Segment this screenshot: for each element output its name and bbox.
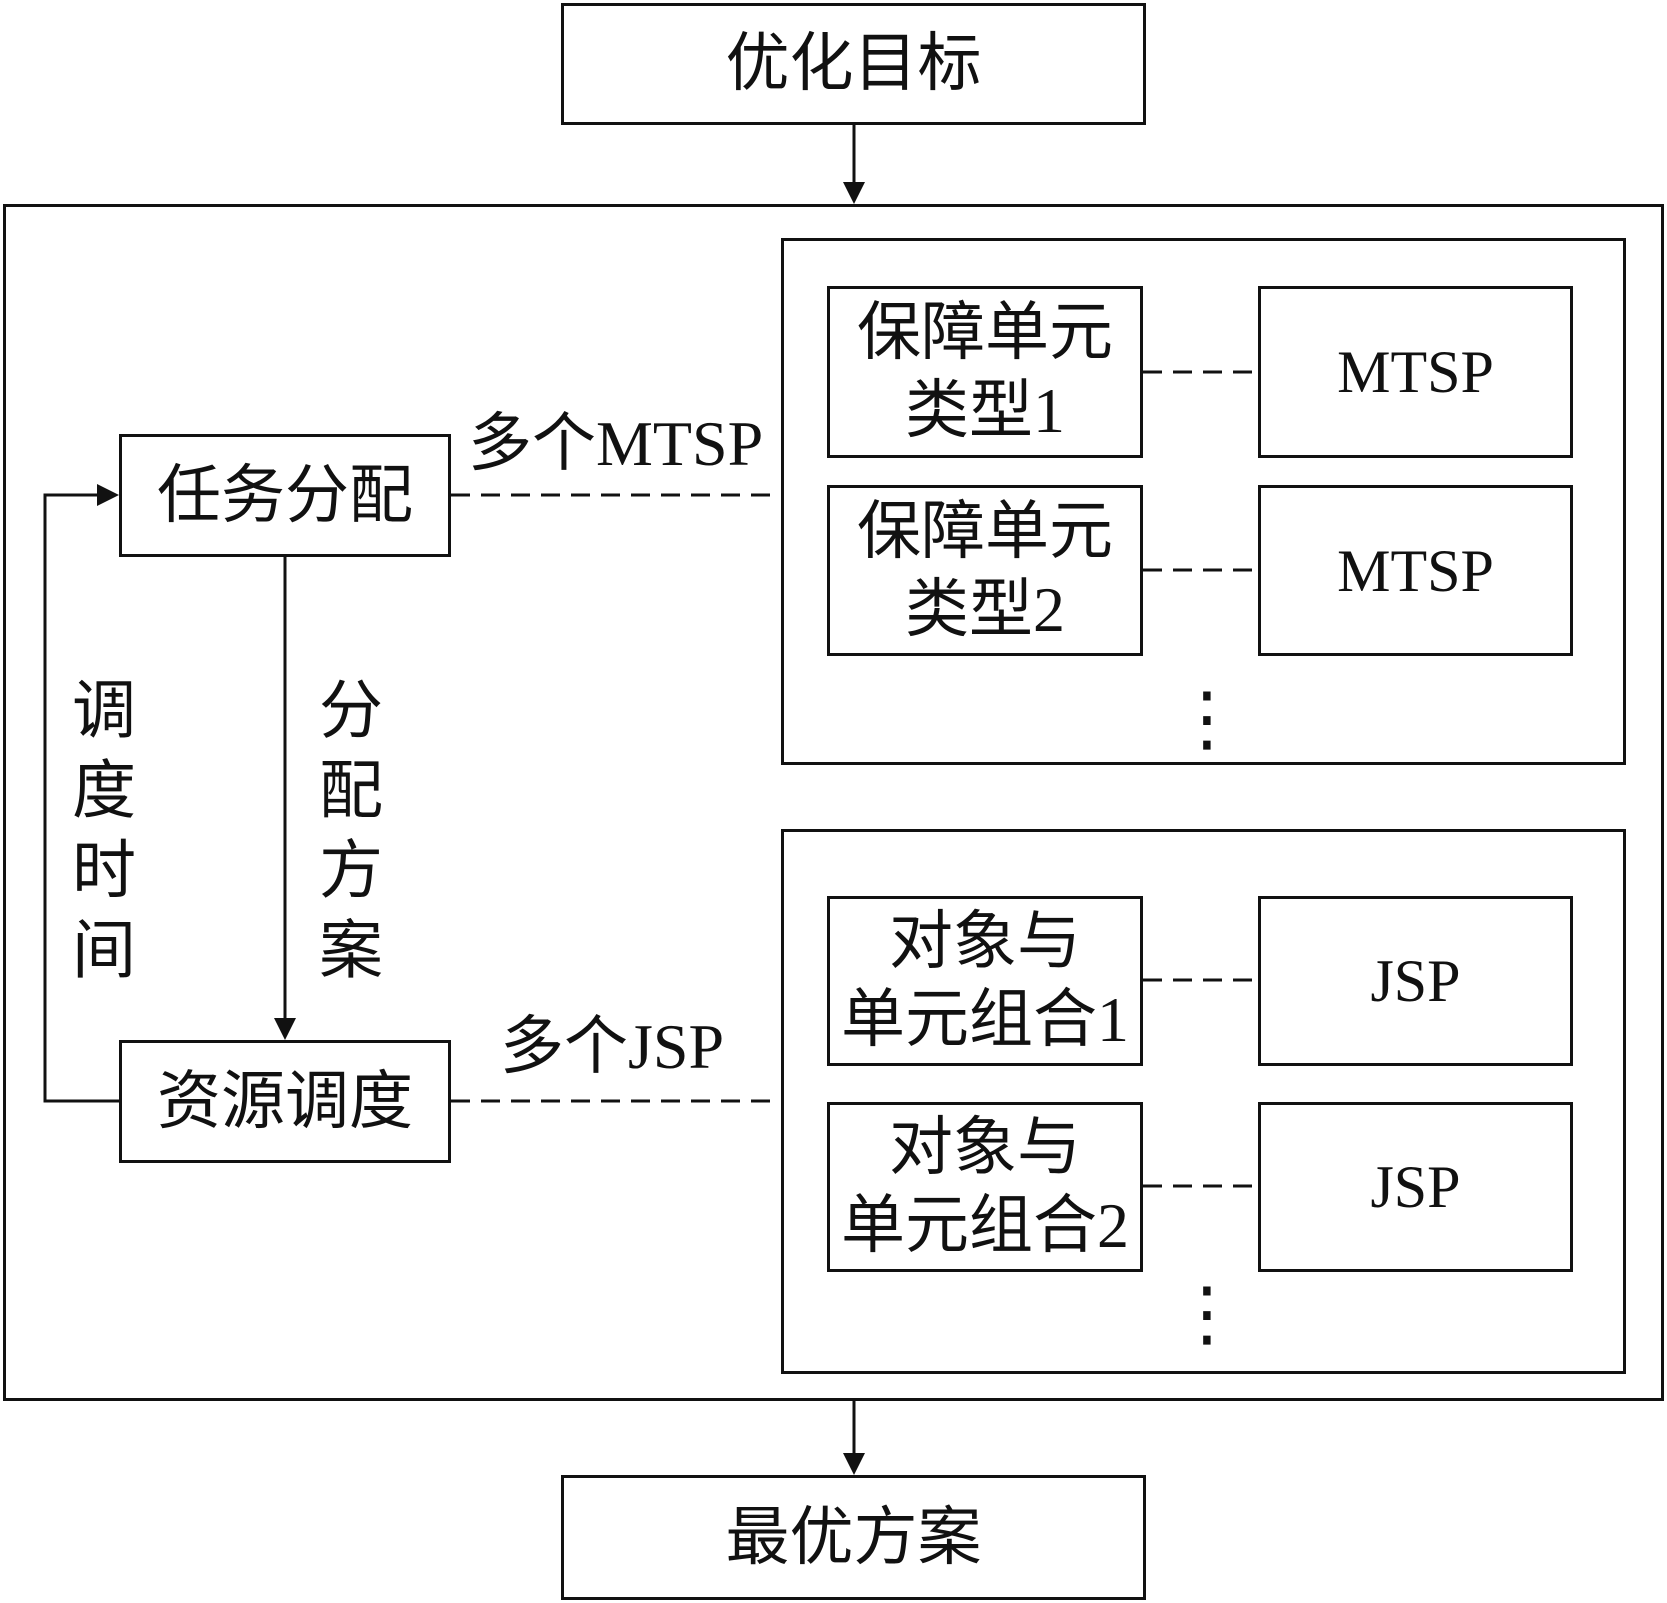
allocation-plan-label: 分配方案 [310,676,381,996]
multi-jsp-label: 多个JSP [500,1011,725,1082]
optimization-objective-label: 优化目标 [725,28,982,99]
optimization-objective-box: 优化目标 [561,3,1146,125]
mtsp-problem-label-2: MTSP [1337,537,1494,604]
task-allocation-box: 任务分配 [119,434,451,557]
object-unit-combo-2-box: 对象与 单元组合2 [827,1102,1143,1272]
object-unit-combo-1-line1: 对象与 [889,906,1081,977]
object-unit-combo-2-line2: 单元组合2 [841,1190,1129,1261]
jsp-problem-box-1: JSP [1258,896,1573,1066]
support-unit-type-2-line2: 类型2 [905,573,1065,645]
support-unit-type-1-line1: 保障单元 [857,297,1113,368]
jsp-problem-label-1: JSP [1370,948,1461,1014]
jsp-problem-label-2: JSP [1370,1154,1461,1220]
support-unit-type-1-box: 保障单元 类型1 [827,286,1143,458]
resource-scheduling-label: 资源调度 [157,1065,413,1137]
multi-mtsp-label: 多个MTSP [468,408,764,479]
resource-scheduling-box: 资源调度 [119,1040,451,1163]
object-unit-combo-1-box: 对象与 单元组合1 [827,896,1143,1066]
mtsp-more-ellipsis: ⋮ [1171,676,1243,760]
optimal-solution-label: 最优方案 [725,1501,982,1573]
support-unit-type-2-line1: 保障单元 [857,495,1113,567]
jsp-problem-box-2: JSP [1258,1102,1573,1272]
task-allocation-label: 任务分配 [157,459,413,531]
mtsp-problem-box-2: MTSP [1258,485,1573,656]
support-unit-type-1-line2: 类型1 [905,375,1065,446]
frame-to-optimal-arrowhead [843,1453,865,1475]
object-unit-combo-1-line2: 单元组合1 [841,984,1129,1055]
support-unit-type-2-box: 保障单元 类型2 [827,485,1143,656]
mtsp-problem-box-1: MTSP [1258,286,1573,458]
mtsp-problem-label-1: MTSP [1337,339,1494,405]
scheduling-time-label: 调度时间 [63,676,134,996]
optimal-solution-box: 最优方案 [561,1475,1146,1600]
object-unit-combo-2-line1: 对象与 [889,1112,1081,1183]
jsp-more-ellipsis: ⋮ [1171,1271,1243,1355]
objective-to-frame-arrowhead [843,182,865,204]
